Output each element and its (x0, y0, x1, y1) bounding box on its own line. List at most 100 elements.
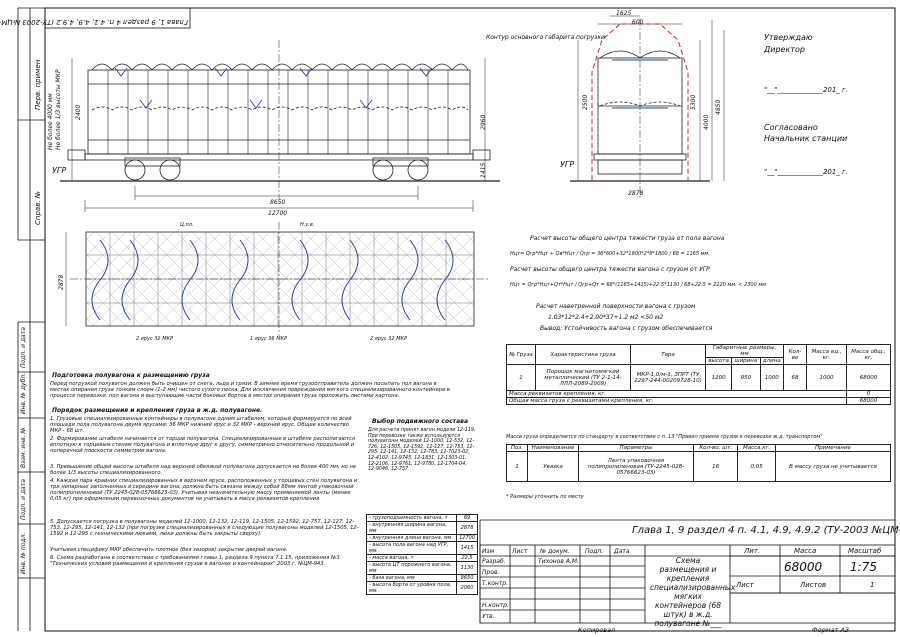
cross-dim-5: 2878 (628, 190, 644, 197)
side-label-podp-data-2: Подп. и дата (20, 479, 27, 520)
cross-dim-8: 4000 (703, 114, 710, 130)
contour-label: Контур основного габарита погрузки (486, 34, 605, 41)
cell-tara: МКР-1,0/м-1, ЗПРТ (ТУ 2297-244-00209728-… (630, 364, 706, 391)
th-mass-unit: Масса ед., кг. (805, 344, 848, 365)
param-val: 8650 (456, 574, 478, 582)
fth-name: Наименование (527, 444, 579, 452)
plan-view-straps (91, 239, 454, 321)
calc-formula-3: 1.03*12*2.4+2.00*37+1.2 м2 <50 м2 (548, 314, 664, 321)
tb-data: Дата (614, 548, 630, 555)
tb-role-utv: Утв. (482, 613, 495, 620)
cell-mass-unit: 1000 (805, 364, 848, 391)
calc-title-2: Расчет высоты общего центра тяжести ваго… (510, 266, 710, 273)
cell-total-mass: 68000 (846, 397, 891, 405)
fth-mass: Масса,кг. (737, 444, 776, 452)
tb-podp: Подп. (585, 548, 604, 555)
param-label: - база вагона, мм (365, 574, 458, 582)
approve-line1: Утверждаю (764, 33, 813, 42)
agree-line2: Начальник станции (764, 134, 848, 143)
cargo-table: № Груза Характеристика груза Тара Габари… (505, 344, 891, 405)
fcell-note: В массу груза не учитывается (775, 451, 891, 482)
agree-line1: Согласовано (764, 123, 818, 132)
cell-char: Порошок магнитомягкий металлический (ТУ … (535, 364, 631, 391)
param-val: 12700 (456, 534, 478, 542)
dim-base: 8650 (270, 199, 286, 206)
dim-h2: 1415 (480, 162, 487, 178)
param-label: - высота ЦТ порожнего вагона, мм (365, 561, 458, 575)
tb-doc: № докум. (540, 548, 570, 555)
cross-section-view (570, 15, 725, 200)
tb-mass: Масса (794, 547, 817, 555)
fcell-mass: 0,05 (737, 451, 776, 482)
cross-dim-3: 2500 (582, 94, 589, 110)
fcell-qty: 16 (692, 451, 739, 482)
fcell-params: Лента упаковочная полипропиленовая (ТУ-2… (578, 451, 694, 482)
mass-note: Масса груза определяется по стандарту в … (506, 434, 823, 440)
ugr-label-side: УГР (52, 166, 67, 175)
param-val: 2878 (456, 521, 478, 535)
wagon-choice-title: Выбор подвижного состава (372, 418, 468, 425)
height-note-2: Не более 1/3 высоты МКР (55, 69, 62, 150)
side-label-vzam-inv: Взам. инв. № (20, 427, 27, 468)
tb-copied: Копировал (578, 626, 616, 634)
dim-h1: 2960 (480, 114, 487, 130)
calc-title-3: Расчет наветренной поверхности вагона с … (536, 303, 696, 310)
th-h: высота (704, 357, 733, 365)
cell-fast-mass-label: Масса реквизитов крепления, кг. (505, 390, 848, 398)
param-val: 2060 (456, 581, 478, 595)
prep-title: Подготовка полувагона к размещению груза (52, 372, 210, 379)
tb-lit: Лит. (744, 547, 761, 555)
tb-scale: Масштаб (848, 547, 882, 555)
cross-dim-2: 600 (632, 19, 644, 26)
side-view-straps (114, 67, 433, 109)
plan-label-right: 2 ярус 32 МКР (370, 336, 408, 342)
cell-total-mass-label: Общая масса груза с реквизитами креплени… (505, 397, 848, 405)
plan-label-nuv: Н.у.в. (300, 222, 315, 228)
side-label-inv-podl: Инв. № подл. (20, 532, 27, 574)
item-1: 1. Грузовые специализированные контейнер… (50, 416, 352, 435)
param-val: 69 (456, 514, 478, 522)
fth-note: Примечание (775, 444, 891, 452)
title-name: Схема размещения и крепления специализир… (650, 556, 736, 628)
param-label: - внутренняя длина вагона, мм (365, 534, 458, 542)
title-block-frame (479, 519, 896, 624)
cross-dim-1: 1625 (616, 10, 632, 17)
dim-len-total: 12700 (268, 210, 288, 217)
cross-dim-9: 4850 (715, 99, 722, 115)
cross-dim-7: 5300 (690, 94, 697, 110)
title-chapter: Глава 1, 9 раздел 4 п. 4.1, 4.9, 4.9.2 (… (632, 525, 900, 536)
tb-sheet: Лист (736, 581, 754, 589)
tb-author: Тихонов А.М. (538, 558, 579, 565)
side-label-perv-primen: Перв. примен (34, 59, 42, 110)
fth-pos: Поз. (506, 444, 528, 452)
plan-label-center: 1 ярус 36 МКР (250, 336, 288, 342)
side-label-podp-data-1: Подп. и дата (20, 327, 27, 368)
tb-role-tkontr: Т.контр. (482, 580, 509, 587)
item-5b: Учитывая специфику МКР обеспечить плотно… (50, 547, 288, 553)
param-label: - высота борта от уровня пола, мм (365, 581, 458, 595)
param-val: 1415 (456, 541, 478, 555)
cell-w: 950 (731, 364, 761, 391)
calc-conclusion: Вывод: Устойчивость вагона с грузом обес… (540, 325, 713, 332)
loading-gauge-contour (591, 23, 689, 180)
fastening-table: Поз. Наименование Параметры Кол-во, шт. … (506, 444, 891, 482)
param-val: 22,5 (456, 554, 478, 562)
cell-l: 1000 (759, 364, 784, 391)
cell-mass-total: 68000 (846, 364, 891, 391)
cell-qty: 68 (782, 364, 808, 391)
tb-izm: Изм (482, 548, 495, 555)
tb-mass-val: 68000 (784, 560, 823, 574)
calc-title-1: Расчет высоты общего центра тяжести груз… (530, 235, 725, 242)
item-4: 4. Каждая пара крайних специализированны… (50, 478, 358, 503)
tb-list: Лист (512, 548, 528, 555)
fcell-name: Увязка (527, 451, 579, 482)
th-qty: Кол-во (782, 344, 808, 365)
item-2: 2. Формирование штабеля начинается от то… (50, 436, 356, 455)
plan-dim-width: 2878 (58, 274, 65, 290)
wagon-choice-intro: Для расчета принят вагон модели 12-119. … (368, 428, 476, 473)
cell-no: 1 (506, 364, 536, 391)
calc-formula-1: Hцт= Qгр*Hцт + Qв*Hцт / Qгр = 36*600+32*… (510, 251, 710, 257)
item-5: 5. Допускается погрузка в полувагоны мод… (50, 519, 359, 538)
prep-text: Перед погрузкой полувагон должен быть оч… (50, 381, 450, 400)
